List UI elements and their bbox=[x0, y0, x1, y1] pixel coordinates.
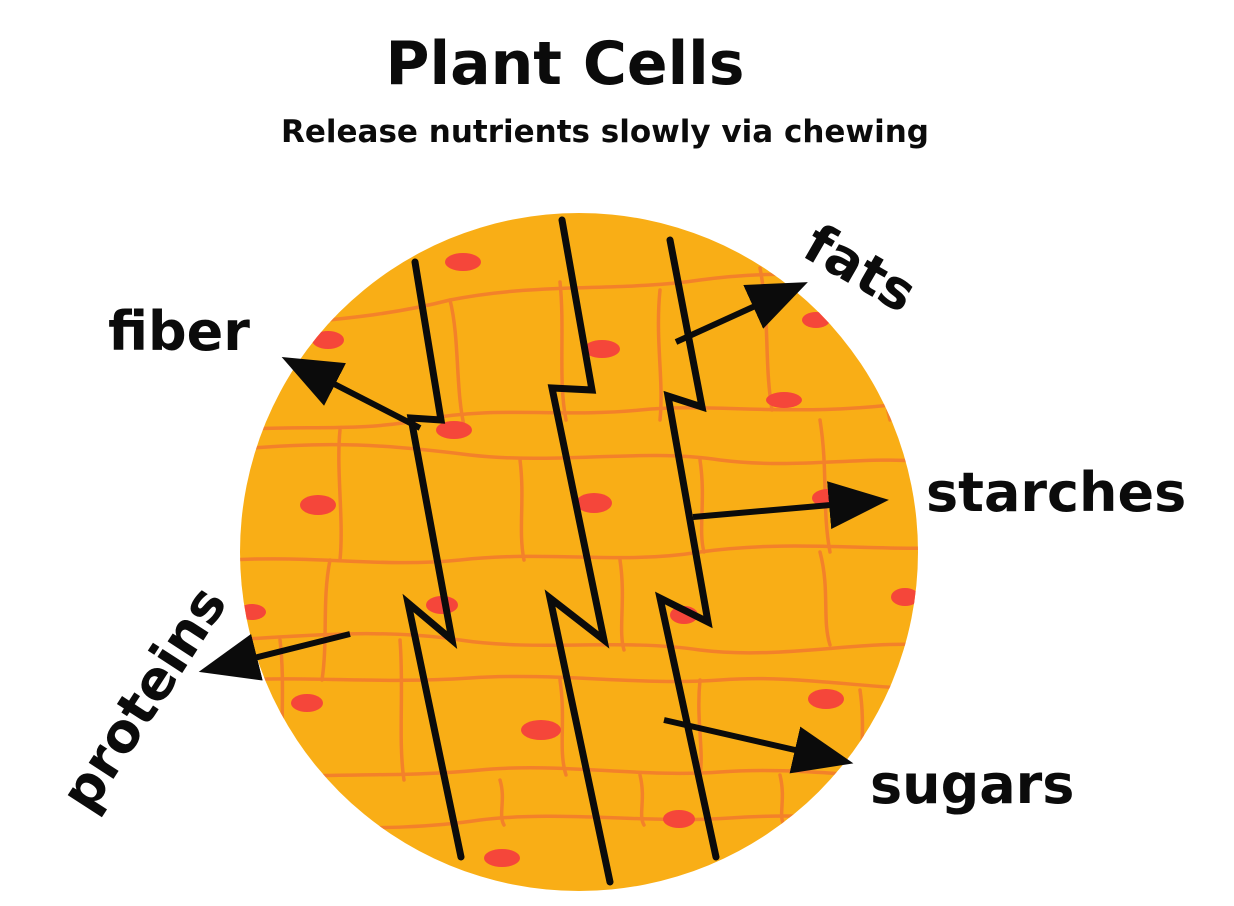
label-sugars: sugars bbox=[870, 753, 1074, 816]
arrow-starches bbox=[692, 481, 889, 530]
nucleus bbox=[521, 720, 561, 740]
arrow-fats bbox=[674, 282, 808, 345]
nucleus bbox=[240, 604, 266, 620]
nucleus bbox=[891, 588, 918, 606]
nucleus bbox=[766, 392, 802, 408]
nucleus bbox=[484, 849, 520, 867]
nucleus bbox=[584, 340, 620, 358]
cell-disc bbox=[240, 213, 918, 891]
nucleus bbox=[445, 253, 481, 271]
crack-line-middle bbox=[544, 216, 614, 886]
nutrient-arrows bbox=[198, 282, 889, 774]
nuclei bbox=[240, 253, 918, 867]
nucleus bbox=[808, 689, 844, 709]
arrow-sugars bbox=[663, 717, 854, 774]
nucleus bbox=[291, 694, 323, 712]
arrow-fiber bbox=[281, 357, 422, 431]
page-subtitle: Release nutrients slowly via chewing bbox=[281, 114, 929, 150]
nucleus bbox=[802, 312, 830, 328]
nucleus bbox=[436, 421, 472, 439]
label-fiber: fiber bbox=[108, 300, 250, 363]
nucleus bbox=[576, 493, 612, 513]
arrow-proteins bbox=[198, 631, 351, 681]
nucleus bbox=[312, 331, 344, 349]
nucleus bbox=[300, 495, 336, 515]
page-title: Plant Cells bbox=[386, 29, 745, 99]
label-starches: starches bbox=[926, 461, 1186, 524]
nucleus bbox=[663, 810, 695, 828]
crack-line-left bbox=[402, 258, 465, 861]
chew-cracks bbox=[402, 216, 720, 886]
label-proteins: proteins bbox=[48, 575, 239, 822]
crack-line-right bbox=[655, 236, 720, 861]
